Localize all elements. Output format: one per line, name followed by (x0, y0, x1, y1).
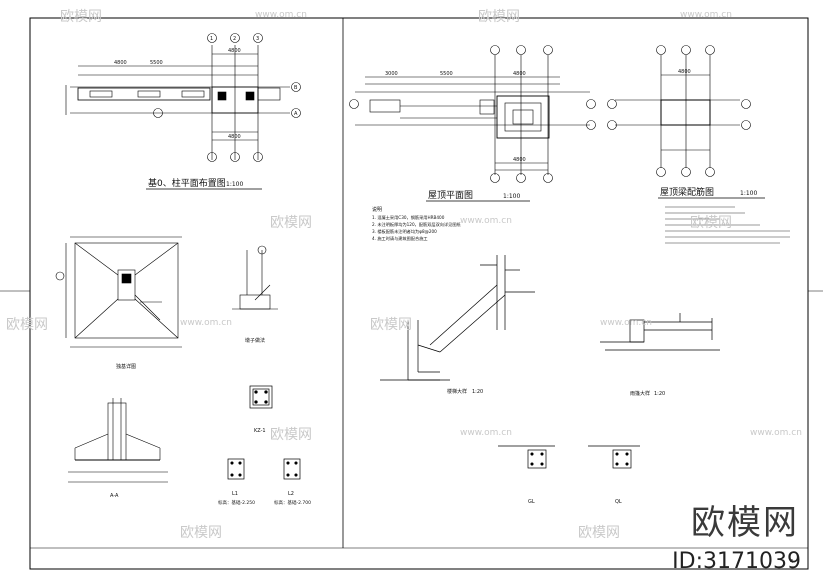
page-number: 4 (790, 559, 793, 565)
canopy-detail (600, 313, 720, 351)
roof-beam-plan (607, 45, 751, 177)
l1-label: L1 (232, 491, 238, 497)
note-2: 2. 未注明板厚均为120，配筋双层双向详见图纸 (372, 221, 462, 228)
svg-text:4800: 4800 (228, 134, 241, 140)
panel3-note-lines (665, 206, 790, 244)
l1-elev: 标高：基础-2.250 (218, 499, 255, 506)
beam-sections (227, 458, 301, 480)
footing-plan-detail (55, 236, 182, 348)
panel1-title: 基0、柱平面布置图 (148, 177, 226, 189)
panel3-title: 屋顶梁配筋图 (660, 186, 714, 198)
notes-block: 说明 1. 混凝土采用C30，钢筋采用HRB400 2. 未注明板厚均为120，… (372, 206, 462, 242)
svg-text:3: 3 (256, 36, 259, 42)
panel3-dim: 4800 (678, 69, 691, 75)
svg-text:4800: 4800 (228, 48, 241, 54)
footing-plan-label: 独基详图 (116, 363, 136, 370)
panel3-scale: 1:100 (740, 190, 757, 197)
stair-label: 楼梯大样 (447, 388, 467, 395)
svg-text:1: 1 (210, 36, 213, 42)
stair-scale: 1:20 (472, 389, 483, 395)
svg-text:B: B (294, 85, 298, 91)
section-aa-label: A-A (110, 493, 119, 499)
l2-label: L2 (288, 491, 294, 497)
note-3: 3. 楼板配筋未注明者均为φ8@200 (372, 228, 437, 235)
canopy-label: 雨篷大样 (630, 390, 650, 397)
note-4: 4. 施工时请与建筑图配合施工 (372, 235, 428, 242)
l2-elev: 标高：基础-2.700 (274, 499, 311, 506)
svg-text:4800: 4800 (513, 71, 526, 77)
note-1: 1. 混凝土采用C30，钢筋采用HRB400 (372, 214, 445, 221)
svg-text:3000: 3000 (385, 71, 398, 77)
kz1-label: KZ-1 (254, 428, 266, 434)
gl-label: GL (528, 499, 535, 505)
gl-ql-sections (498, 445, 640, 469)
watermark-id: ID:3171039 (672, 549, 801, 574)
svg-text:4800: 4800 (513, 157, 526, 163)
panel2-dim-labels: 3000 5500 4800 4800 (385, 71, 526, 163)
roof-plan (349, 45, 596, 183)
column-stub-detail (232, 245, 278, 310)
svg-text:A: A (294, 111, 298, 117)
watermark-logo: 欧模网 (691, 503, 799, 543)
pier-label: 墩子做法 (245, 337, 265, 344)
section-aa (68, 398, 168, 483)
panel1-axis-labels: 1 2 3 B A 4800 5500 4800 4800 (114, 36, 298, 140)
panel2-scale: 1:100 (503, 193, 520, 200)
panel2-title: 屋顶平面图 (428, 190, 473, 201)
notes-title: 说明 (372, 206, 382, 213)
kz1-section (249, 385, 273, 409)
svg-text:5500: 5500 (440, 71, 453, 77)
ql-label: QL (615, 499, 622, 505)
canopy-scale: 1:20 (654, 391, 665, 397)
sheet-border (29, 17, 809, 570)
panel1-scale: 1:100 (226, 181, 243, 188)
svg-text:4800: 4800 (114, 60, 127, 66)
svg-text:5500: 5500 (150, 60, 163, 66)
stair-detail (380, 255, 535, 381)
foundation-column-plan (65, 33, 301, 162)
svg-text:2: 2 (233, 36, 236, 42)
